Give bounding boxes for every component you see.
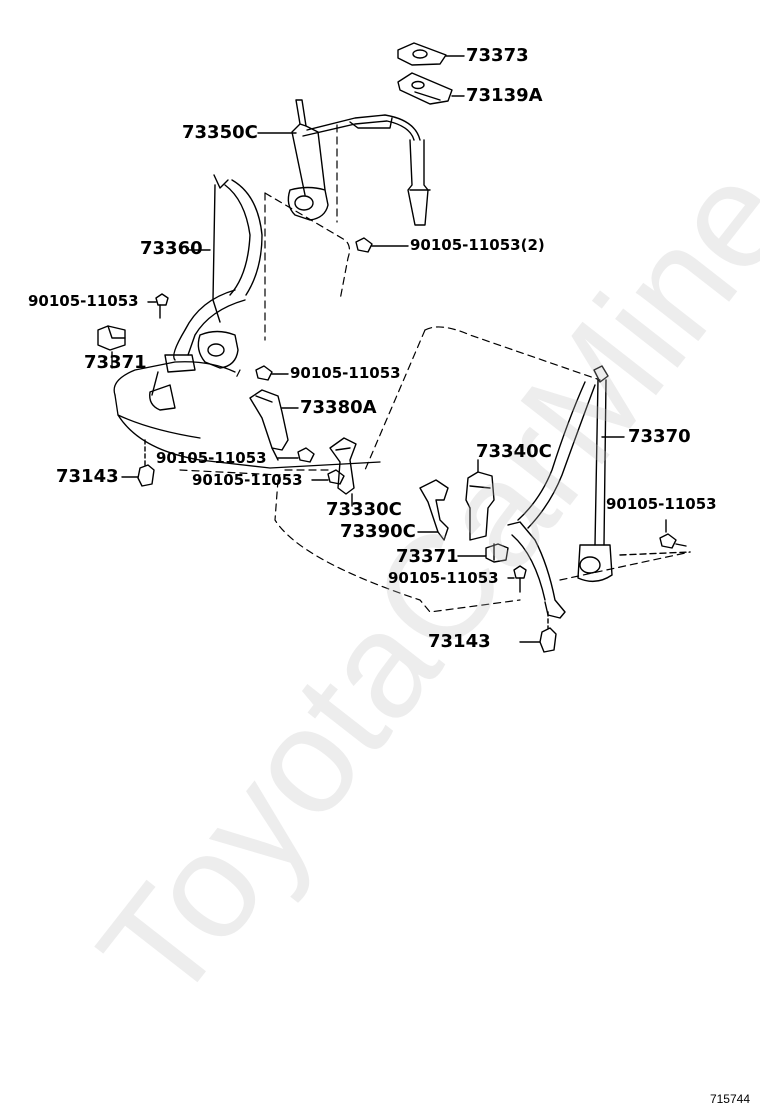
label-bolt-left: 90105-11053	[28, 292, 139, 310]
bolt-lower-left-90105	[277, 447, 315, 463]
label-73370: 73370	[628, 426, 691, 447]
label-73380a: 73380A	[300, 397, 377, 418]
label-bolt-lower-left: 90105-11053	[156, 449, 267, 467]
label-73340c: 73340C	[476, 441, 552, 462]
bolt-lower-right-90105	[507, 565, 527, 593]
bolt-lower-mid-90105	[311, 469, 345, 485]
label-73139a: 73139A	[466, 85, 543, 106]
part-73373-cap	[397, 42, 465, 66]
part-73390c-buckle	[417, 479, 449, 541]
reference-id: 715744	[709, 1092, 750, 1106]
label-73143-left: 73143	[56, 466, 119, 487]
label-73371-left: 73371	[84, 352, 147, 373]
label-73373: 73373	[466, 45, 529, 66]
label-73143-right: 73143	[428, 631, 491, 652]
part-73350c-belt	[257, 99, 431, 226]
part-73370-belt	[507, 365, 691, 619]
bolt-left-90105	[147, 293, 169, 319]
label-bolt-lower-right: 90105-11053	[388, 569, 499, 587]
label-73350c: 73350C	[182, 122, 258, 143]
label-73390c: 73390C	[340, 521, 416, 542]
part-73360-belt	[149, 174, 263, 411]
bolt-mid-90105	[255, 365, 289, 381]
label-73360: 73360	[140, 238, 203, 259]
part-73340c-buckle	[465, 459, 495, 541]
part-73139a-cover	[397, 72, 465, 105]
part-73143-left-anchor	[121, 439, 155, 487]
bolt-upper-90105	[355, 237, 409, 253]
label-bolt-right: 90105-11053	[606, 495, 717, 513]
label-73371-right: 73371	[396, 546, 459, 567]
part-73380a-buckle	[249, 389, 299, 461]
part-73143-right-anchor	[519, 611, 557, 653]
label-bolt-mid: 90105-11053	[290, 364, 401, 382]
seat-outline-dashed	[179, 124, 691, 613]
label-bolt-lower-mid: 90105-11053	[192, 471, 303, 489]
seat-cushion-left	[113, 361, 381, 469]
part-73371-left-clip	[97, 325, 126, 369]
part-73371-right-clip	[457, 543, 509, 563]
part-73330c-buckle	[329, 437, 357, 507]
bolt-right-90105	[659, 519, 687, 549]
label-bolt-upper: 90105-11053(2)	[410, 236, 545, 254]
label-73330c: 73330C	[326, 499, 402, 520]
